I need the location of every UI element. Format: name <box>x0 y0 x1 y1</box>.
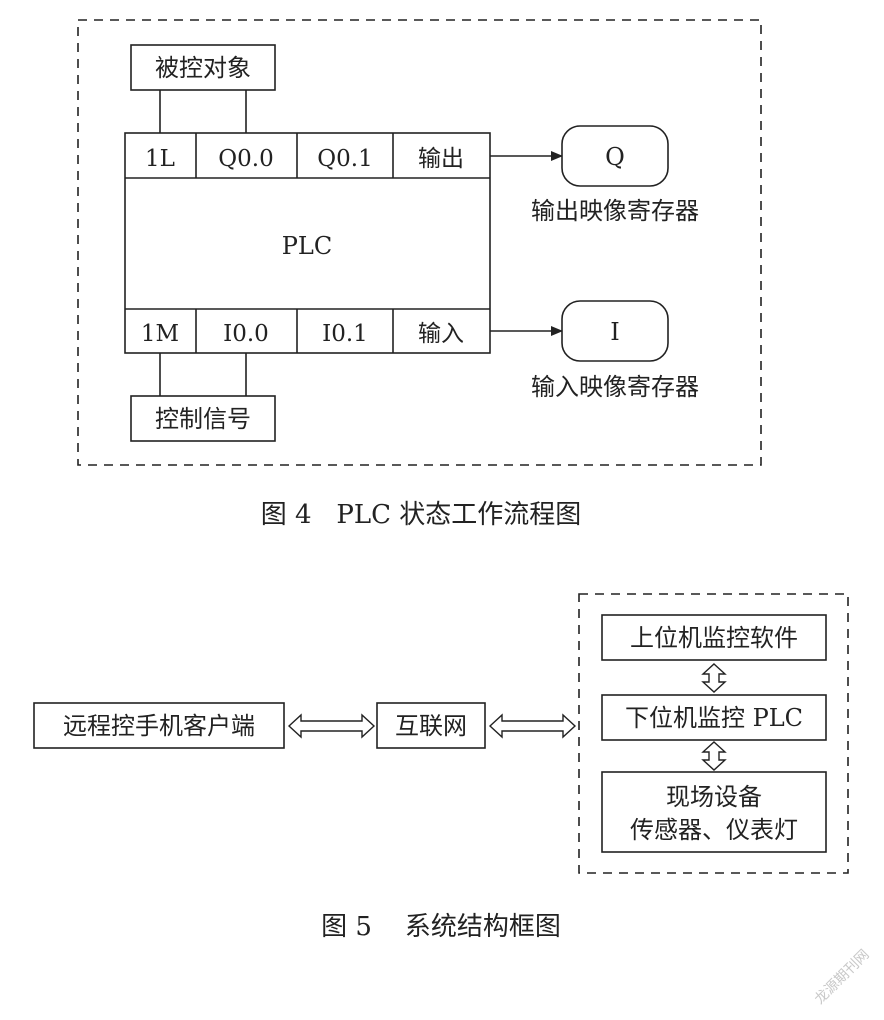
cell-q0-0: Q0.0 <box>218 146 273 172</box>
controlled-object-label: 被控对象 <box>155 54 251 82</box>
input-register-box <box>561 300 669 362</box>
double-arrow-upper-lower <box>701 663 727 693</box>
fig5-caption: 图 5 系统结构框图 <box>321 912 561 942</box>
cell-q0-1: Q0.1 <box>317 146 372 172</box>
cell-1l: 1L <box>145 146 175 172</box>
field-devices-line2: 传感器、仪表灯 <box>630 816 798 844</box>
figure-5: 远程控手机客户端 互联网 上位机监控软件 下位机监控 PLC 现场设备 传感器、… <box>33 593 849 942</box>
field-devices-line1: 现场设备 <box>666 783 762 811</box>
cell-output: 输出 <box>418 146 464 172</box>
fig5-dashed-border <box>578 593 849 874</box>
output-register-label: 输出映像寄存器 <box>531 197 699 225</box>
watermark-text: 龙源期刊网 <box>812 947 873 1008</box>
input-register-letter: I <box>610 318 619 346</box>
cell-1m: 1M <box>141 321 179 347</box>
plc-label: PLC <box>282 232 332 260</box>
field-devices-box <box>601 771 827 853</box>
control-signal-box <box>130 395 276 442</box>
remote-client-box <box>33 702 285 749</box>
plc-block <box>124 132 491 354</box>
double-arrow-lower-field <box>701 741 727 771</box>
control-signal-label: 控制信号 <box>155 405 251 433</box>
double-arrow-internet-system <box>488 713 577 739</box>
output-register-letter: Q <box>605 143 625 171</box>
lower-monitor-box <box>601 694 827 741</box>
cell-i0-1: I0.1 <box>322 321 368 347</box>
internet-box <box>376 702 486 749</box>
figure-4: 被控对象 1L Q0.0 Q0.1 输出 PLC 1M I0.0 I0.1 输入… <box>77 19 762 530</box>
lower-monitor-label: 下位机监控 PLC <box>625 704 803 732</box>
cell-input: 输入 <box>418 321 464 347</box>
fig4-dashed-border <box>77 19 762 466</box>
controlled-object-box <box>130 44 276 91</box>
output-register-box <box>561 125 669 187</box>
fig4-caption: 图 4 PLC 状态工作流程图 <box>261 500 582 530</box>
upper-monitor-label: 上位机监控软件 <box>630 624 798 652</box>
double-arrow-client-internet <box>287 713 376 739</box>
input-register-label: 输入映像寄存器 <box>531 373 699 401</box>
cell-i0-0: I0.0 <box>223 321 269 347</box>
internet-label: 互联网 <box>395 712 467 740</box>
upper-monitor-box <box>601 614 827 661</box>
remote-client-label: 远程控手机客户端 <box>63 712 255 740</box>
